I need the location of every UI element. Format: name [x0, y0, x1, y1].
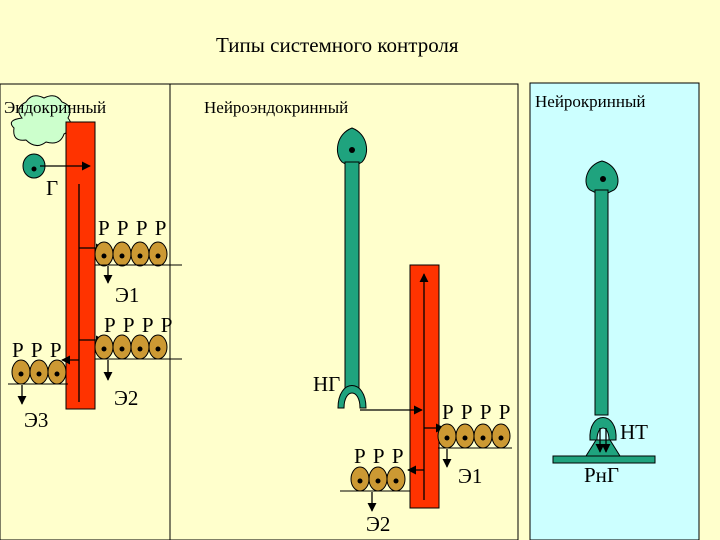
neurosecretory-neuron [336, 127, 368, 409]
ne-receptors-e2-label: Р Р Р [354, 444, 405, 468]
target-cells-e1 [94, 241, 182, 267]
target-cells-e2 [94, 334, 182, 360]
neurocrine-header: Нейрокринный [535, 92, 646, 111]
effector-e1-label: Э1 [115, 283, 140, 307]
transmitter-label: НТ [620, 420, 648, 444]
target-cells-e3 [8, 359, 68, 385]
neuron-neurocrine [585, 160, 619, 441]
neurocrine-panel [529, 82, 700, 540]
ne-effector-e2-label: Э2 [366, 512, 391, 536]
ne-target-cells-e1 [437, 423, 512, 449]
ne-effector-e1-label: Э1 [458, 464, 483, 488]
blood-vessel-endocrine [65, 121, 96, 410]
neurohormone-label: НГ [313, 372, 341, 396]
receptors-e3-label: Р Р Р [12, 338, 63, 362]
gland-label: Г [46, 176, 59, 200]
neuroendocrine-header: Нейроэндокринный [204, 98, 349, 117]
receptors-e1-label: Р Р Р Р [98, 216, 168, 240]
effector-e3-label: Э3 [24, 408, 49, 432]
effector-e2-label: Э2 [114, 386, 139, 410]
ne-target-cells-e2 [340, 466, 410, 492]
ne-receptors-e1-label: Р Р Р Р [442, 400, 512, 424]
endocrine-header: Эндокринный [4, 98, 107, 117]
diagram-title: Типы системного контроля [216, 33, 459, 57]
receptor-label: РнГ [584, 463, 620, 487]
receptors-e2-label: Р Р Р Р [104, 313, 174, 337]
